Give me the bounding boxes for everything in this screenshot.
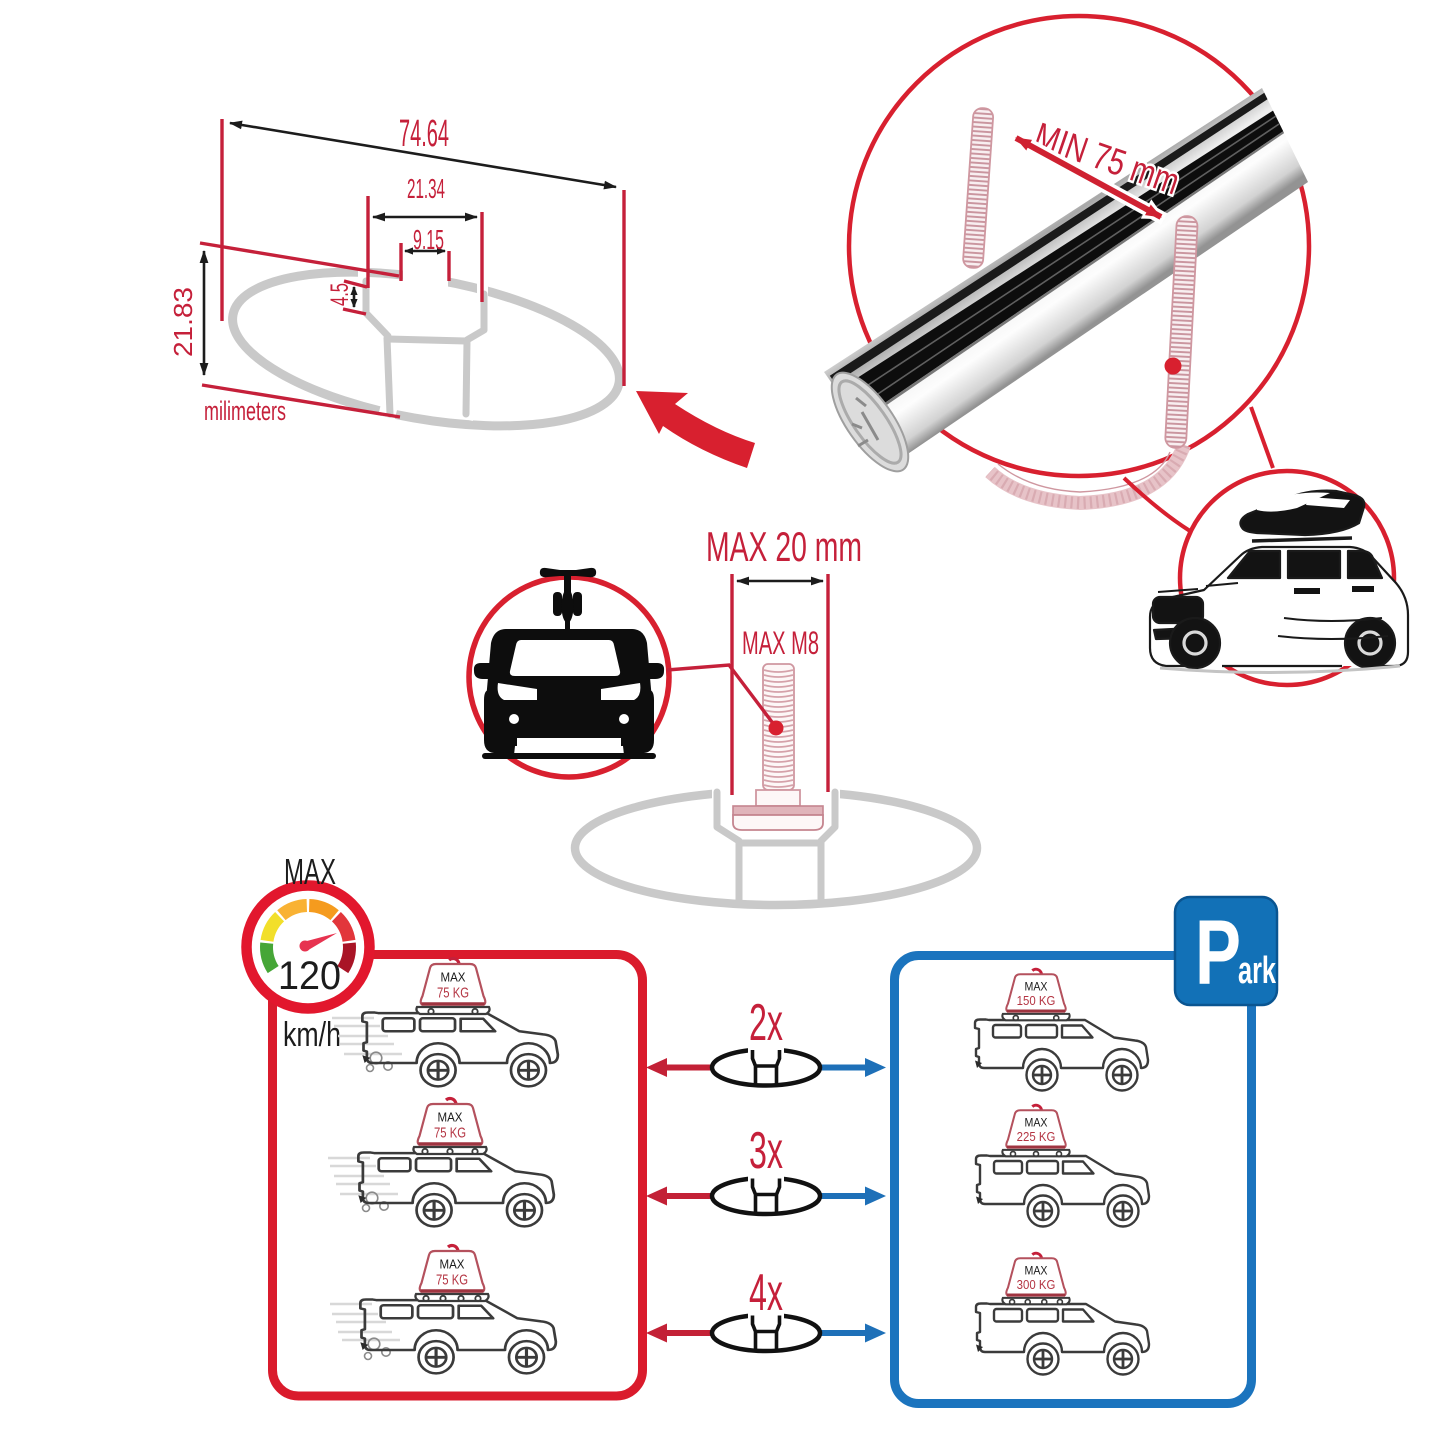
svg-text:21.83: 21.83 bbox=[168, 287, 198, 357]
svg-text:4.5: 4.5 bbox=[326, 283, 354, 306]
svg-text:75 KG: 75 KG bbox=[434, 1126, 466, 1142]
svg-text:MAX: MAX bbox=[438, 1110, 463, 1125]
svg-text:MAX M8: MAX M8 bbox=[742, 625, 819, 661]
svg-text:3x: 3x bbox=[749, 1122, 783, 1180]
svg-text:9.15: 9.15 bbox=[413, 224, 444, 255]
svg-text:MAX: MAX bbox=[1025, 1263, 1048, 1277]
svg-text:150 KG: 150 KG bbox=[1017, 993, 1056, 1008]
svg-text:MAX: MAX bbox=[440, 1257, 465, 1272]
svg-text:300 KG: 300 KG bbox=[1017, 1277, 1056, 1292]
svg-text:milimeters: milimeters bbox=[204, 396, 286, 426]
svg-text:21.34: 21.34 bbox=[407, 173, 445, 204]
svg-text:75 KG: 75 KG bbox=[437, 986, 469, 1002]
svg-text:120: 120 bbox=[278, 954, 341, 998]
svg-text:km/h: km/h bbox=[283, 1016, 341, 1054]
svg-text:MAX: MAX bbox=[441, 970, 466, 985]
svg-text:74.64: 74.64 bbox=[399, 113, 449, 155]
svg-text:MAX: MAX bbox=[1025, 1115, 1048, 1129]
svg-text:ark: ark bbox=[1238, 950, 1277, 992]
svg-text:MAX: MAX bbox=[284, 851, 336, 892]
svg-text:MAX: MAX bbox=[1025, 979, 1048, 993]
svg-text:2x: 2x bbox=[749, 994, 783, 1052]
svg-text:4x: 4x bbox=[749, 1264, 783, 1322]
svg-text:225 KG: 225 KG bbox=[1017, 1129, 1056, 1144]
svg-text:P: P bbox=[1195, 902, 1241, 1004]
svg-text:75 KG: 75 KG bbox=[436, 1273, 468, 1289]
svg-text:MAX 20 mm: MAX 20 mm bbox=[706, 523, 862, 570]
